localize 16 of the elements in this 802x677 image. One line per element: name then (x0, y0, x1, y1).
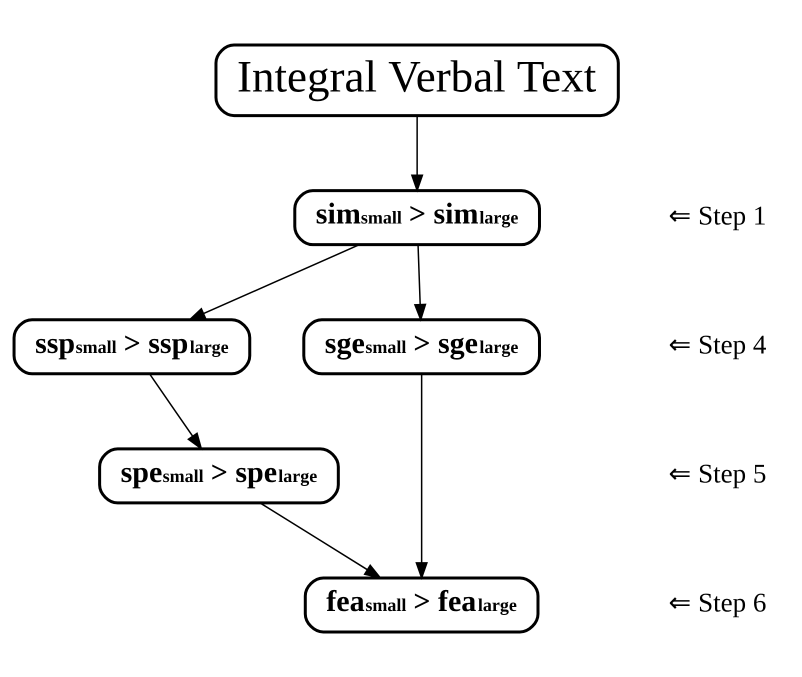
node-box: simsmall > simlarge (293, 189, 541, 246)
node-box: spesmall > spelarge (98, 447, 340, 504)
node-box: sspsmall > ssplarge (12, 318, 252, 376)
label: ⇐ Step 5 (668, 458, 766, 488)
node-box: sgesmall > sgelarge (302, 318, 541, 376)
node-box: Integral Verbal Text (214, 44, 620, 118)
node-box: feasmall > fealarge (304, 576, 540, 634)
arrow (149, 374, 203, 451)
arrow (410, 116, 424, 193)
arrow (188, 244, 360, 321)
label: ⇐ Step 4 (668, 329, 766, 360)
arrow (260, 502, 382, 579)
label: ⇐ Step 6 (668, 588, 766, 618)
label: ⇐ Step 1 (668, 200, 766, 230)
arrow (414, 245, 426, 322)
arrow (415, 374, 428, 580)
